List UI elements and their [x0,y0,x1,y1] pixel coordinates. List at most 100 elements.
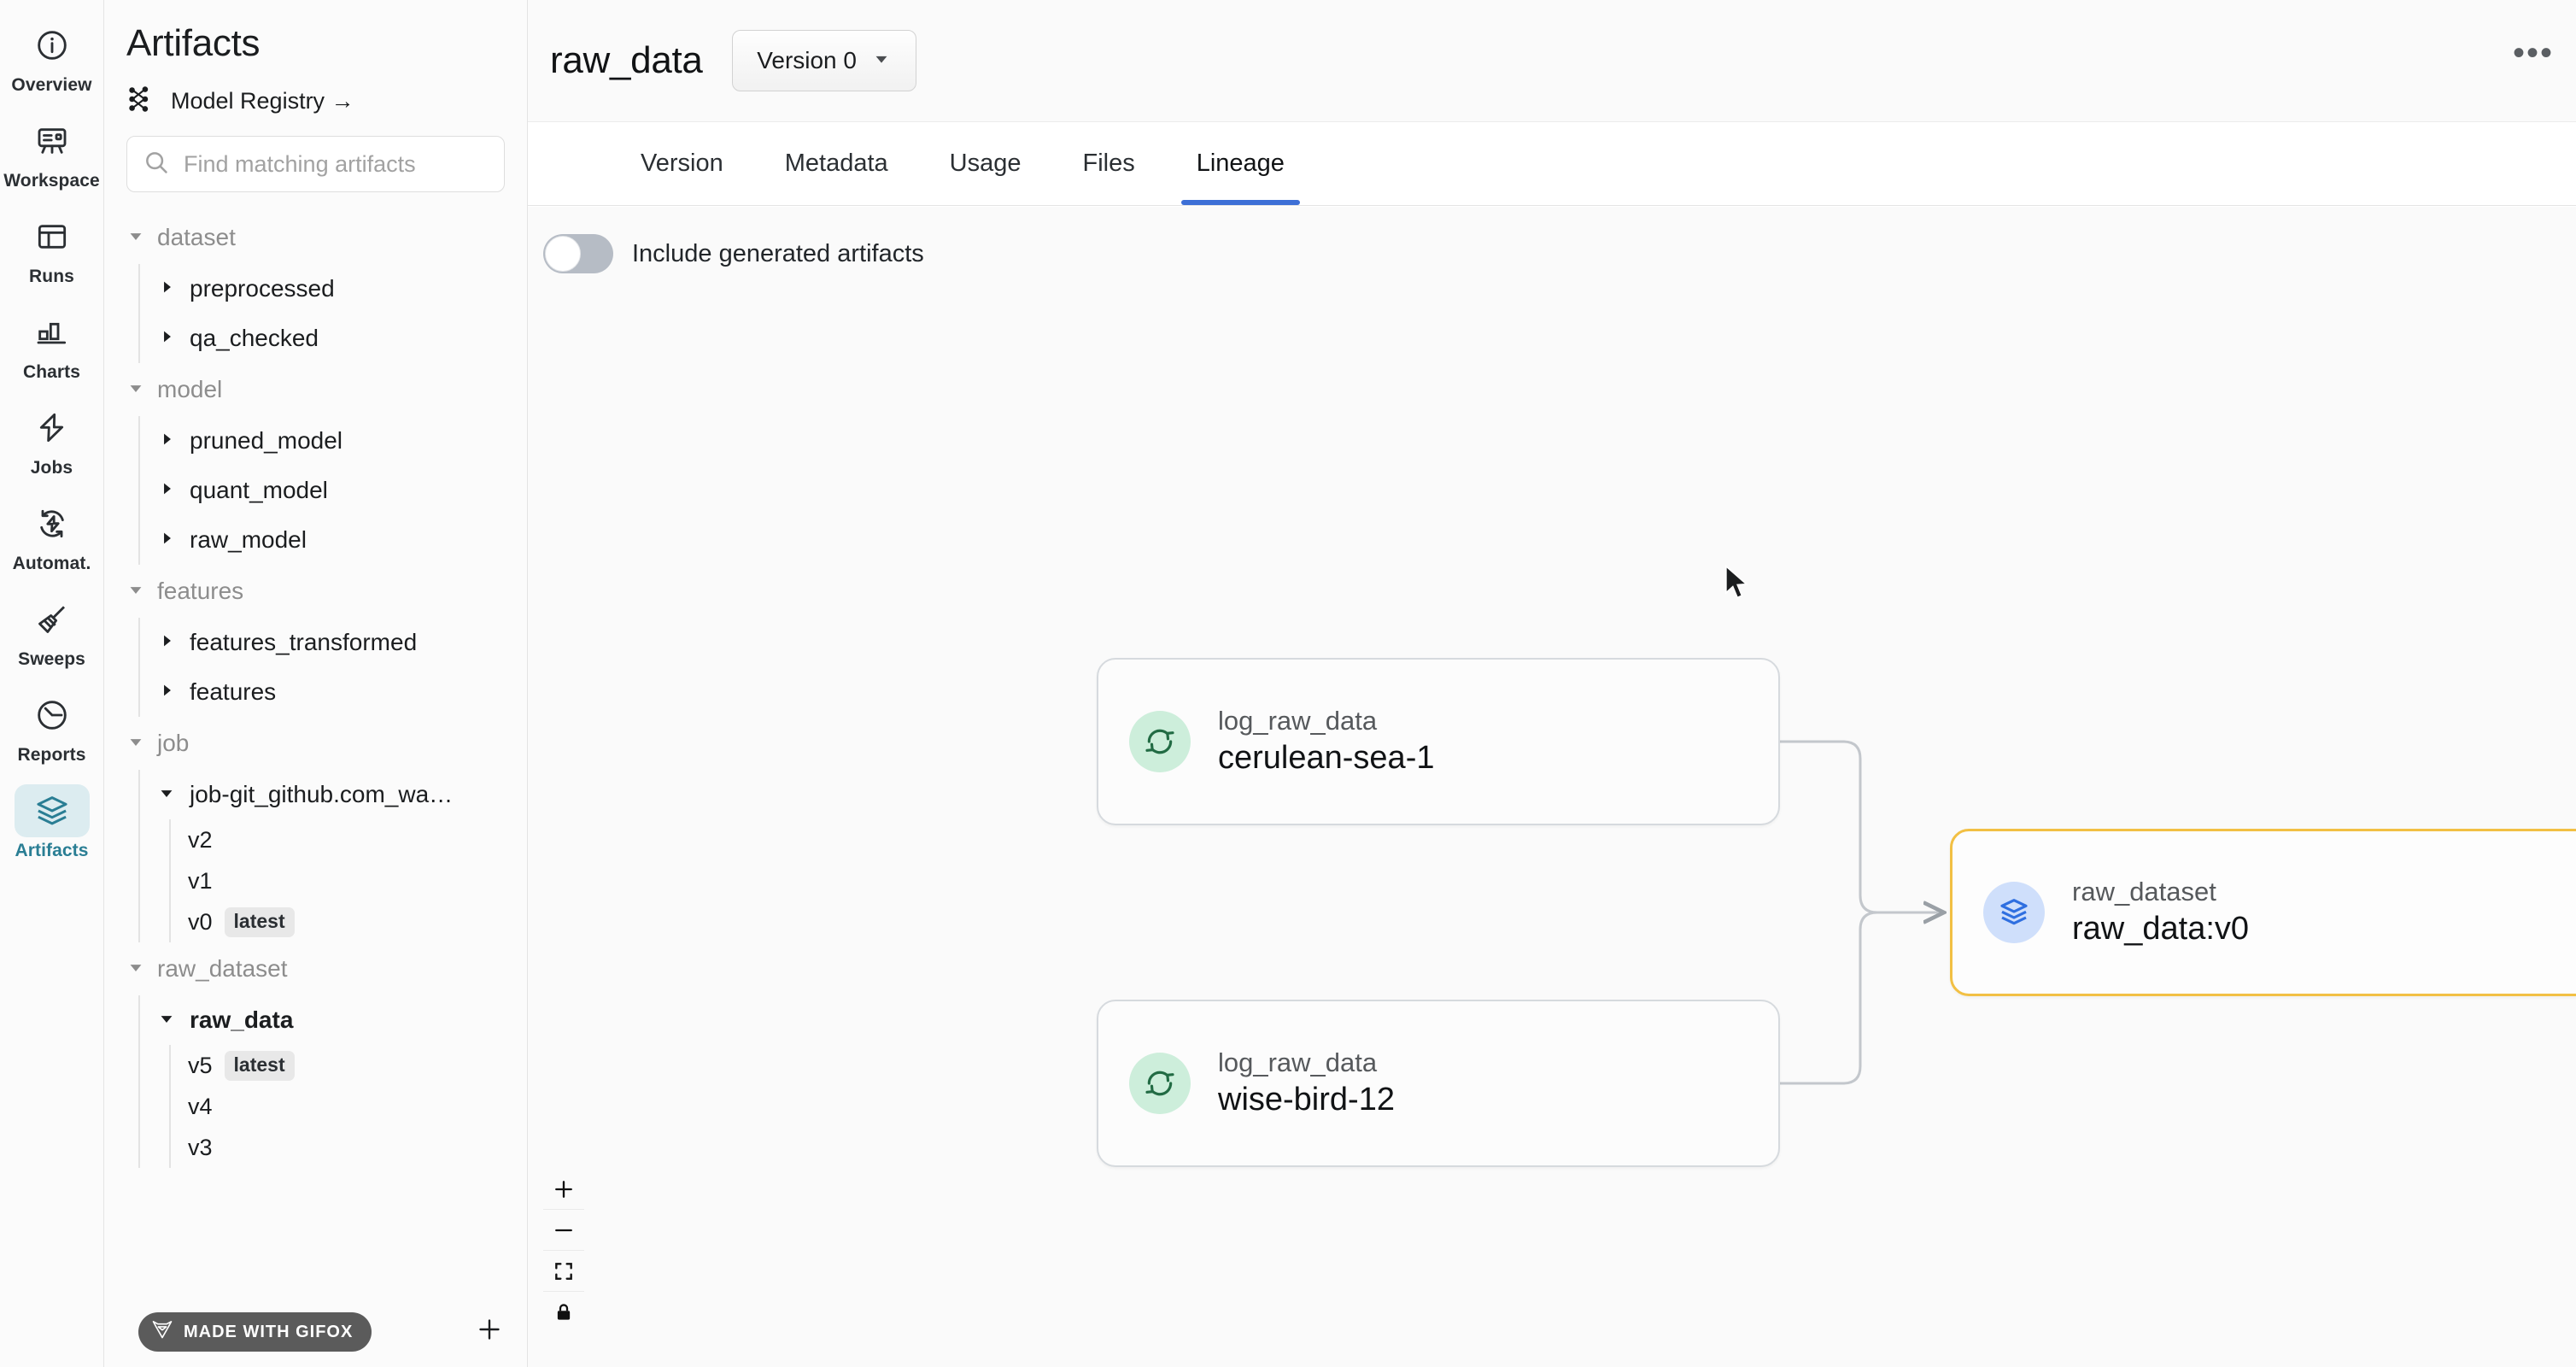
workspace-icon [15,114,90,167]
artifact-name: raw_data [550,39,703,81]
tree-group-job[interactable]: job [126,717,527,770]
tree-children: pruned_model quant_model raw_model [138,416,527,565]
tab-metadata[interactable]: Metadata [784,149,888,177]
node-name: raw_data:v0 [2072,910,2250,947]
node-type: log_raw_data [1218,1047,1378,1078]
nav-label: Reports [17,745,86,765]
canvas-zoom-controls [543,1169,584,1333]
zoom-out-button[interactable] [543,1210,584,1251]
tab-usage[interactable]: Usage [949,149,1022,177]
version-label: v1 [188,867,213,894]
nav-item-automations[interactable]: Automat. [8,497,97,574]
chevron-right-icon [157,681,176,704]
tree-item-label: raw_model [190,526,307,553]
nav-label: Jobs [30,458,73,478]
chevron-right-icon [157,631,176,654]
search-artifacts-input[interactable]: Find matching artifacts [126,136,505,192]
tree-item-label: pruned_model [190,427,343,454]
report-icon [15,689,90,742]
chevron-right-icon [157,479,176,502]
version-selector-label: Version 0 [757,47,857,73]
primary-nav-rail: Overview Workspace Runs [0,0,104,1367]
include-generated-artifacts-label: Include generated artifacts [632,239,924,267]
tree-group-model[interactable]: model [126,363,527,416]
tree-item-features-transformed[interactable]: features_transformed [138,618,527,667]
nav-item-runs[interactable]: Runs [8,210,97,287]
tree-group-dataset[interactable]: dataset [126,211,527,264]
nav-label: Charts [22,362,81,382]
nav-item-sweeps[interactable]: Sweeps [8,593,97,670]
tree-item-pruned-model[interactable]: pruned_model [138,416,527,466]
nav-item-overview[interactable]: Overview [8,19,97,96]
node-name: cerulean-sea-1 [1218,739,1435,776]
zoom-in-button[interactable] [543,1169,584,1210]
tree-group-label: model [157,376,223,402]
nav-item-reports[interactable]: Reports [8,689,97,766]
fit-view-button[interactable] [543,1251,584,1292]
bolt-icon [15,402,90,455]
chevron-down-icon [126,580,145,603]
chevron-right-icon [157,327,176,350]
version-item-v4[interactable]: v4 [169,1086,527,1127]
chevron-down-icon [872,50,891,73]
tree-group-label: dataset [157,224,236,250]
tree-item-qa-checked[interactable]: qa_checked [138,314,527,363]
table-icon [15,210,90,263]
nav-label: Workspace [3,171,100,191]
tree-item-job-git-github-com-wa-[interactable]: job-git_github.com_wa… [138,770,527,819]
chevron-right-icon [157,430,176,453]
tree-item-features[interactable]: features [138,667,527,717]
include-generated-artifacts-toggle[interactable] [543,234,613,273]
tree-children: preprocessed qa_checked [138,264,527,363]
chevron-down-icon [126,226,145,249]
chevron-down-icon [157,1009,176,1032]
tree-item-label: features_transformed [190,629,418,655]
latest-badge: latest [224,1050,295,1081]
tree-item-label: preprocessed [190,275,335,302]
overflow-menu-button[interactable]: ••• [2512,34,2554,72]
add-artifact-button[interactable] [471,1311,508,1348]
version-item-v1[interactable]: v1 [169,860,527,901]
tree-item-preprocessed[interactable]: preprocessed [138,264,527,314]
chevron-right-icon [157,278,176,301]
nav-item-jobs[interactable]: Jobs [8,402,97,478]
model-registry-link[interactable]: Model Registry → [104,65,527,119]
tab-lineage[interactable]: Lineage [1166,121,1315,205]
tree-item-raw-model[interactable]: raw_model [138,515,527,565]
tree-item-label: raw_data [190,1006,294,1033]
chevron-down-icon [126,958,145,981]
nav-item-artifacts[interactable]: Artifacts [8,784,97,861]
tree-group-features[interactable]: features [126,565,527,618]
broom-icon [15,593,90,646]
chevron-down-icon [126,378,145,402]
version-label: v0 [188,908,213,935]
tree-children: features_transformed features [138,618,527,717]
tree-item-raw-data[interactable]: raw_data [138,995,527,1045]
fox-icon [150,1317,174,1346]
version-selector[interactable]: Version 0 [731,30,916,91]
tab-version[interactable]: Version [641,149,723,177]
version-item-v2[interactable]: v2 [169,819,527,860]
tree-group-raw_dataset[interactable]: raw_dataset [126,942,527,995]
version-label: v2 [188,826,213,853]
nav-item-charts[interactable]: Charts [8,306,97,383]
tab-files[interactable]: Files [1082,149,1135,177]
tree-group-label: raw_dataset [157,955,288,982]
lineage-canvas[interactable]: Include generated artifacts [528,207,2576,1367]
version-item-v3[interactable]: v3 [169,1127,527,1168]
tree-item-label: job-git_github.com_wa… [190,781,454,807]
nav-item-workspace[interactable]: Workspace [3,114,100,191]
lock-button[interactable] [543,1292,584,1333]
tree-item-quant-model[interactable]: quant_model [138,466,527,515]
